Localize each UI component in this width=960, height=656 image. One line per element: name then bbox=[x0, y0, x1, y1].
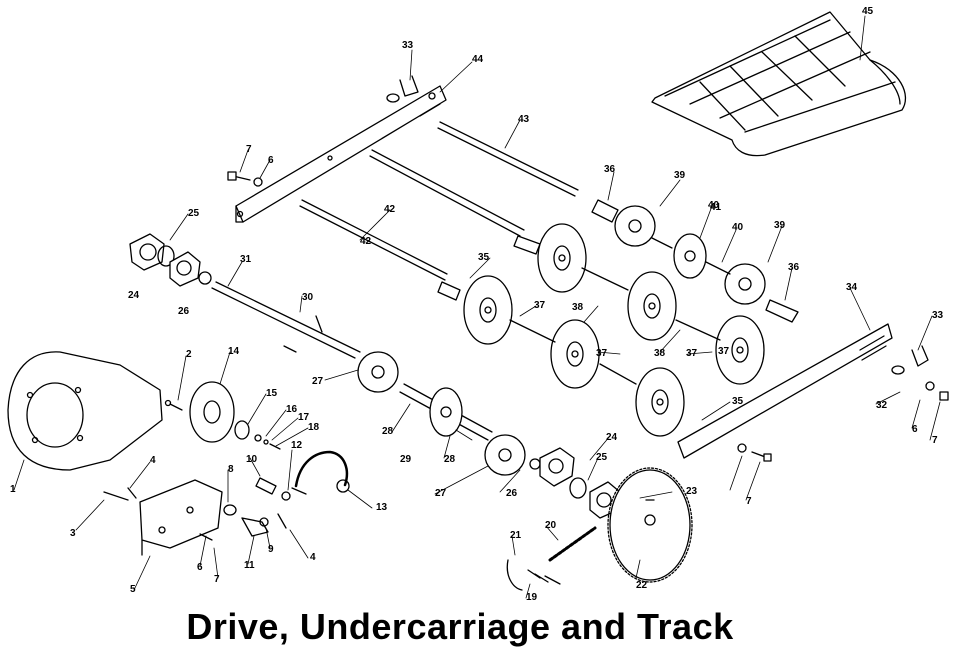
callout-40: 40 bbox=[708, 200, 720, 211]
callout-4: 4 bbox=[150, 455, 156, 466]
sprockets-upper-drawing bbox=[614, 205, 766, 305]
callout-37: 37 bbox=[596, 348, 608, 359]
callout-39: 39 bbox=[674, 170, 686, 181]
drive-shaft-drawing bbox=[399, 383, 493, 441]
callout-26: 26 bbox=[506, 488, 518, 499]
callout-5: 5 bbox=[130, 584, 136, 595]
callout-37: 37 bbox=[534, 300, 546, 311]
callout-12: 12 bbox=[291, 440, 303, 451]
callout-9: 9 bbox=[268, 544, 274, 555]
callout-19: 19 bbox=[526, 592, 538, 603]
right-frame-rail-drawing bbox=[677, 323, 893, 459]
callout-7: 7 bbox=[214, 574, 220, 585]
drive-sprockets-drawing bbox=[357, 351, 526, 476]
bracket-33-right-drawing bbox=[891, 345, 949, 401]
callout-40: 40 bbox=[732, 222, 744, 233]
track-drawing bbox=[651, 11, 907, 157]
chain-drawing bbox=[506, 526, 597, 591]
center-wheel-41-drawing bbox=[651, 233, 731, 279]
bolt-2-drawing bbox=[164, 399, 183, 411]
callout-33: 33 bbox=[402, 40, 414, 51]
callout-36: 36 bbox=[604, 164, 616, 175]
diagram-title: Drive, Undercarriage and Track bbox=[186, 606, 734, 647]
callout-numbers: 1234456667777891011121314151617181920212… bbox=[10, 6, 944, 603]
callout-3: 3 bbox=[70, 528, 76, 539]
callout-38: 38 bbox=[654, 348, 666, 359]
bolt-washer-top-drawing bbox=[227, 171, 263, 187]
callout-1: 1 bbox=[10, 484, 16, 495]
callout-34: 34 bbox=[846, 282, 858, 293]
callout-2: 2 bbox=[186, 349, 192, 360]
leader-lines bbox=[13, 15, 941, 599]
callout-6: 6 bbox=[268, 155, 274, 166]
callout-4: 4 bbox=[310, 552, 316, 563]
callout-20: 20 bbox=[545, 520, 557, 531]
bogie-wheels-drawing bbox=[463, 223, 765, 437]
callout-6: 6 bbox=[197, 562, 203, 573]
pin-washer-drawing bbox=[255, 477, 291, 501]
chaincase-cover-drawing bbox=[7, 351, 163, 471]
callout-27: 27 bbox=[312, 376, 324, 387]
callout-7: 7 bbox=[746, 496, 752, 507]
callout-22: 22 bbox=[636, 580, 648, 591]
bracket-33-top-drawing bbox=[386, 75, 419, 103]
shafts-drawing bbox=[211, 121, 579, 359]
flange-bearing-upper-drawing bbox=[129, 233, 212, 287]
callout-28: 28 bbox=[444, 454, 456, 465]
key-30-drawing bbox=[283, 315, 323, 353]
callout-39: 39 bbox=[774, 220, 786, 231]
callout-11: 11 bbox=[244, 560, 255, 571]
callout-21: 21 bbox=[510, 530, 522, 541]
bolt-washer-right-drawing bbox=[737, 443, 772, 462]
callout-6: 6 bbox=[912, 424, 918, 435]
callout-23: 23 bbox=[686, 486, 698, 497]
callout-36: 36 bbox=[788, 262, 800, 273]
callout-13: 13 bbox=[376, 502, 388, 513]
callout-37: 37 bbox=[686, 348, 698, 359]
callout-25: 25 bbox=[188, 208, 200, 219]
callout-44: 44 bbox=[472, 54, 484, 65]
callout-31: 31 bbox=[240, 254, 252, 265]
callout-25: 25 bbox=[596, 452, 608, 463]
left-frame-rail-drawing bbox=[235, 85, 447, 223]
brake-band-drawing bbox=[291, 450, 350, 495]
callout-24: 24 bbox=[128, 290, 140, 301]
caliper-bracket-drawing bbox=[103, 479, 287, 556]
callout-24: 24 bbox=[606, 432, 618, 443]
callout-29: 29 bbox=[400, 454, 412, 465]
callout-30: 30 bbox=[302, 292, 314, 303]
callout-16: 16 bbox=[286, 404, 298, 415]
callout-43: 43 bbox=[518, 114, 530, 125]
callout-35: 35 bbox=[732, 396, 744, 407]
callout-14: 14 bbox=[228, 346, 240, 357]
callout-32: 32 bbox=[876, 400, 888, 411]
callout-18: 18 bbox=[308, 422, 320, 433]
driven-sprocket-drawing bbox=[607, 467, 693, 583]
callout-27: 27 bbox=[435, 488, 447, 499]
callout-17: 17 bbox=[298, 412, 310, 423]
callout-37: 37 bbox=[718, 346, 730, 357]
spacers-drawing bbox=[437, 199, 799, 323]
callout-41: 41 bbox=[710, 202, 722, 213]
callout-15: 15 bbox=[266, 388, 278, 399]
callout-10: 10 bbox=[246, 454, 258, 465]
callout-35: 35 bbox=[478, 252, 490, 263]
callout-45: 45 bbox=[862, 6, 874, 17]
callout-7: 7 bbox=[932, 435, 938, 446]
callout-7: 7 bbox=[246, 144, 252, 155]
callout-33: 33 bbox=[932, 310, 944, 321]
callout-28: 28 bbox=[382, 426, 394, 437]
callout-8: 8 bbox=[228, 464, 234, 475]
brake-disc-drawing bbox=[189, 381, 281, 450]
callout-38: 38 bbox=[572, 302, 584, 313]
callout-26: 26 bbox=[178, 306, 190, 317]
callout-42: 42 bbox=[360, 236, 372, 247]
callout-42: 42 bbox=[384, 204, 396, 215]
